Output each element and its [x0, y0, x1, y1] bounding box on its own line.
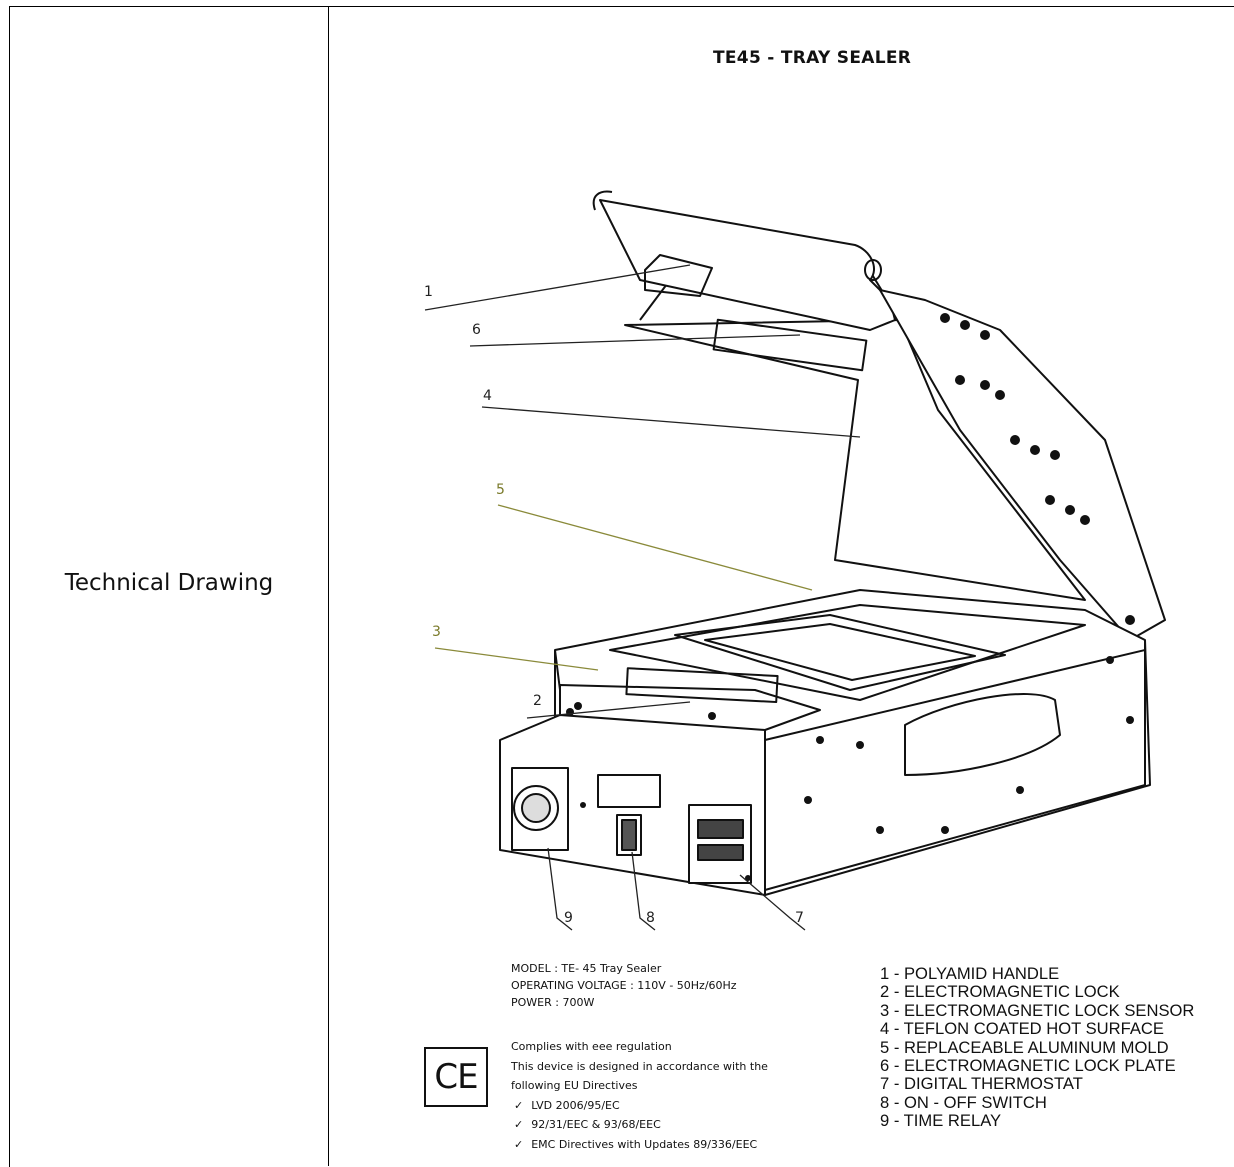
- callout-6: 6: [472, 322, 481, 338]
- compliance-heading: Complies with eee regulation: [511, 1040, 672, 1053]
- ce-mark-text: CE: [434, 1057, 478, 1097]
- directive-item: LVD 2006/95/EC: [511, 1096, 768, 1116]
- callout-4: 4: [483, 388, 492, 404]
- callout-1: 1: [424, 284, 433, 300]
- mold: [674, 614, 1006, 691]
- callout-9: 9: [564, 910, 573, 926]
- spec-power: POWER : 700W: [511, 996, 595, 1009]
- document-table: [9, 6, 1234, 1167]
- ce-mark: CE: [424, 1047, 488, 1107]
- legend-item: 4 - TEFLON COATED HOT SURFACE: [880, 1019, 1164, 1039]
- legend-item: 9 - TIME RELAY: [880, 1111, 1002, 1131]
- spec-block: MODEL : TE- 45 Tray Sealer OPERATING VOL…: [511, 960, 737, 1011]
- legend-item: 2 - ELECTROMAGNETIC LOCK: [880, 982, 1120, 1002]
- directive-item: 92/31/EEC & 93/68/EEC: [511, 1115, 768, 1135]
- legend-item: 6 - ELECTROMAGNETIC LOCK PLATE: [880, 1056, 1176, 1076]
- compliance-block: Complies with eee regulation This device…: [511, 1037, 768, 1154]
- legend-item: 5 - REPLACEABLE ALUMINUM MOLD: [880, 1037, 1169, 1057]
- compliance-line-1: This device is designed in accordance wi…: [511, 1059, 768, 1073]
- time-relay: [511, 767, 569, 851]
- legend-item: 7 - DIGITAL THERMOSTAT: [880, 1074, 1083, 1094]
- spec-model: MODEL : TE- 45 Tray Sealer: [511, 962, 662, 975]
- label-cell: Technical Drawing: [10, 6, 328, 1160]
- compliance-line-2: following EU Directives: [511, 1079, 638, 1092]
- drawing-title: TE45 - TRAY SEALER: [713, 48, 912, 68]
- side-arm: [879, 289, 1166, 641]
- column-divider: [328, 6, 329, 1166]
- legend-item: 3 - ELECTROMAGNETIC LOCK SENSOR: [880, 1000, 1195, 1020]
- spec-voltage: OPERATING VOLTAGE : 110V - 50Hz/60Hz: [511, 979, 737, 992]
- legend-item: 1 - POLYAMID HANDLE: [880, 964, 1060, 983]
- directive-item: EMC Directives with Updates 89/336/EEC: [511, 1135, 768, 1155]
- row-label: Technical Drawing: [64, 570, 274, 596]
- callout-5: 5: [496, 482, 505, 498]
- handle: [599, 199, 896, 331]
- legend-item: 8 - ON - OFF SWITCH: [880, 1092, 1047, 1112]
- callout-8: 8: [646, 910, 655, 926]
- parts-legend: 1 - POLYAMID HANDLE 2 - ELECTROMAGNETIC …: [880, 964, 1195, 1131]
- callout-3: 3: [432, 624, 441, 640]
- callout-2: 2: [533, 693, 542, 709]
- callout-7: 7: [795, 910, 804, 926]
